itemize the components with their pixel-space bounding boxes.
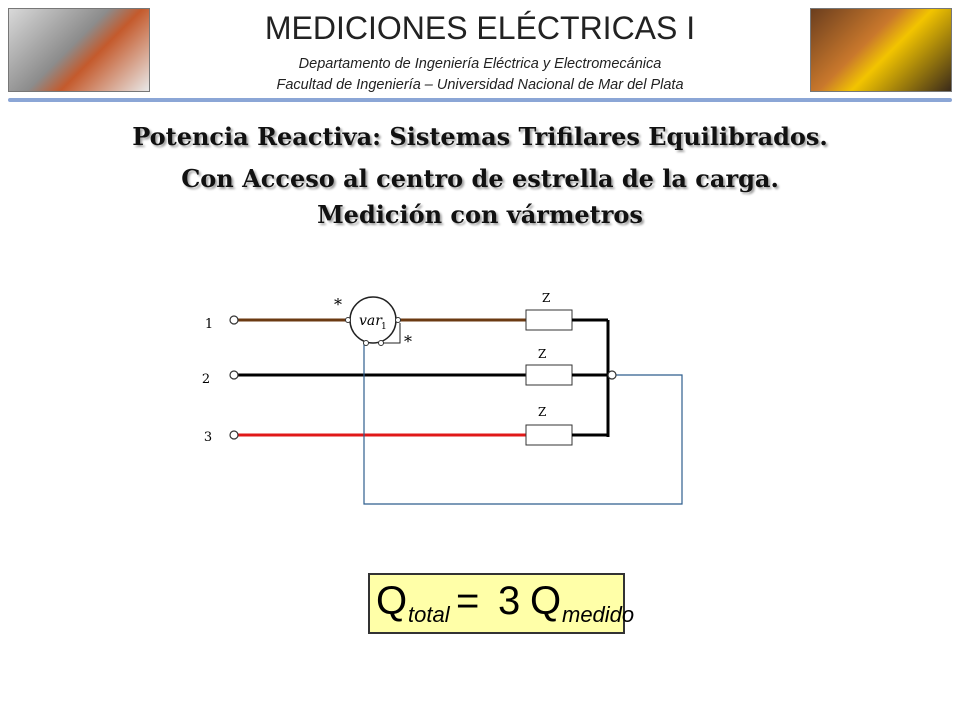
formula-lhs-subscript: total bbox=[408, 602, 450, 627]
terminal-label-3: 3 bbox=[204, 430, 212, 445]
department-name: Departamento de Ingeniería Eléctrica y E… bbox=[298, 56, 662, 72]
varmeter-terminal-in bbox=[345, 317, 351, 323]
formula-rhs-subscript: medido bbox=[562, 602, 635, 627]
varmeter-index: 1 bbox=[381, 322, 387, 332]
varmeter-voltage-terminal-a bbox=[363, 340, 369, 346]
impedance-2 bbox=[525, 364, 573, 386]
terminal-3 bbox=[229, 430, 239, 440]
varmeter-internal-link bbox=[383, 323, 401, 344]
varmeter-voltage-terminal-b bbox=[378, 340, 384, 346]
header-photo-right bbox=[810, 8, 952, 92]
formula-coefficient: 3 bbox=[498, 579, 521, 623]
formula-box: Q total = 3 Q medido bbox=[368, 573, 634, 634]
terminal-1 bbox=[229, 315, 239, 325]
terminal-2 bbox=[229, 370, 239, 380]
slide-title-line2: Con Acceso al centro de estrella de la c… bbox=[181, 164, 779, 193]
faculty-name: Facultad de Ingeniería – Universidad Nac… bbox=[276, 77, 684, 93]
impedance-label-1: Z bbox=[542, 291, 550, 305]
terminal-label-1: 1 bbox=[205, 317, 213, 332]
slide-title-line3: Medición con vármetros bbox=[317, 200, 643, 229]
polarity-mark-voltage: * bbox=[404, 332, 412, 351]
formula-equals: = bbox=[456, 579, 480, 623]
header-divider bbox=[8, 98, 952, 102]
slide-title-line1: Potencia Reactiva: Sistemas Trifilares E… bbox=[132, 122, 828, 151]
formula-rhs-symbol: Q bbox=[530, 579, 562, 623]
impedance-1 bbox=[525, 309, 573, 331]
header-photo-left bbox=[8, 8, 150, 92]
impedance-label-3: Z bbox=[538, 405, 546, 419]
formula-lhs-symbol: Q bbox=[376, 579, 408, 623]
star-point-node bbox=[607, 370, 617, 380]
course-title: MEDICIONES ELÉCTRICAS I bbox=[264, 10, 696, 46]
impedance-label-2: Z bbox=[538, 347, 546, 361]
polarity-mark-current: * bbox=[334, 295, 342, 314]
terminal-label-2: 2 bbox=[202, 372, 210, 387]
impedance-3 bbox=[525, 424, 573, 446]
meter-voltage-wiring bbox=[363, 343, 683, 505]
varmeter-terminal-out bbox=[395, 317, 401, 323]
varmeter-label: var bbox=[359, 313, 383, 329]
